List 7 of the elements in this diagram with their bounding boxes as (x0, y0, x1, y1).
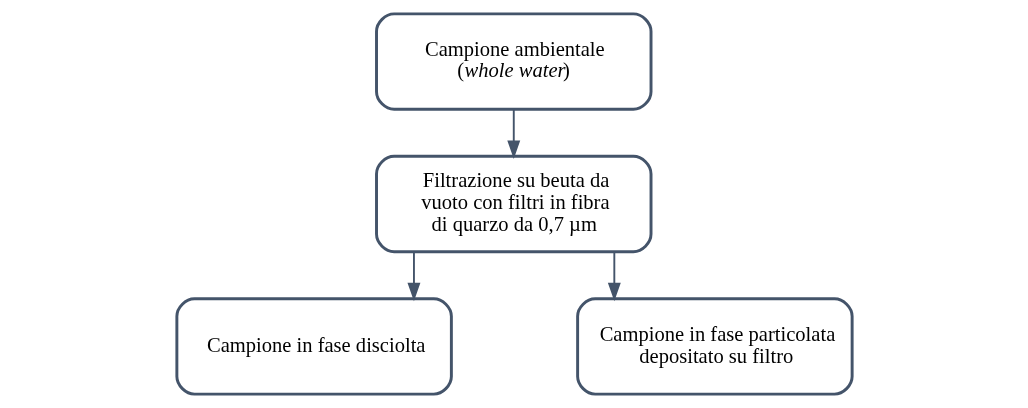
node-box: Campione in fase particolata depositato su filtro (575, 297, 854, 396)
node-box: Campione in fase disciolta (174, 297, 453, 396)
arrow (506, 108, 520, 159)
node-box: Campione ambientale (whole water) (374, 12, 652, 111)
node-box: Filtrazione su beuta da vuoto con filtri in fibra di quarzo da 0,7 µm (374, 154, 652, 254)
arrow (607, 250, 621, 302)
arrow (406, 250, 420, 302)
